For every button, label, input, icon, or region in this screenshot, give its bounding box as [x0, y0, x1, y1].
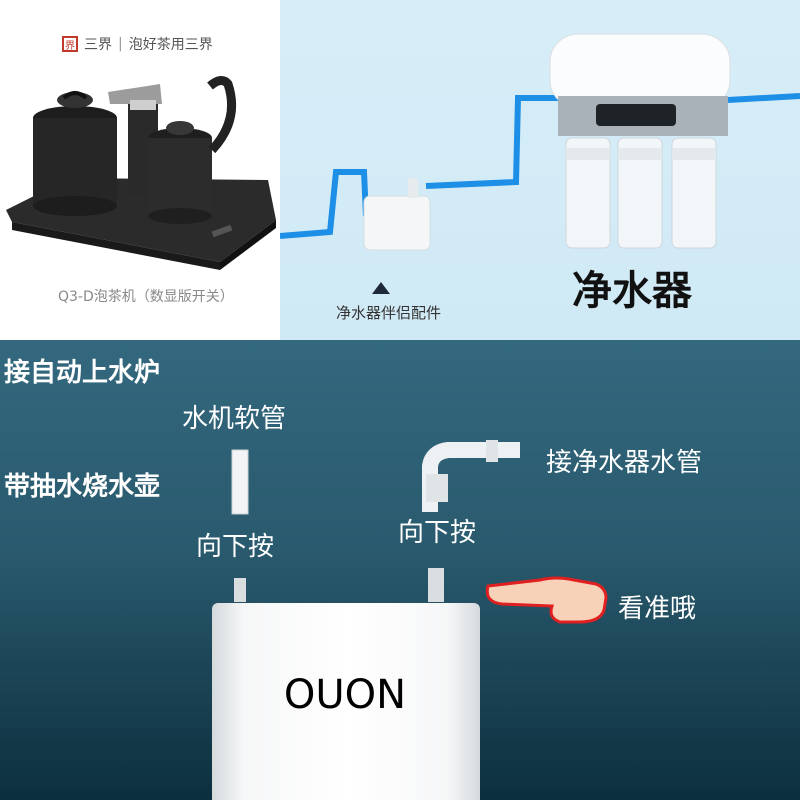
- brand-name: 三界: [84, 37, 112, 53]
- installation-guide: 接自动上水炉 水机软管 带抽水烧水壶 向下按 向下按 接净水器水管 看准哦 OU…: [0, 340, 800, 800]
- purifier-panel: 净水器伴侣配件 净水器: [280, 0, 800, 340]
- fittings-illustration: [231, 440, 608, 624]
- product-name: Q3-D泡茶机（数显版开关）: [58, 289, 234, 305]
- box-brand-label: OUON: [283, 672, 407, 718]
- companion-box: [212, 603, 480, 800]
- tea-machine-illustration: [6, 76, 276, 270]
- look-here-label: 看准哦: [618, 594, 697, 624]
- purifier-pipe-label: 接净水器水管: [546, 448, 703, 478]
- press-down-right-label: 向下按: [398, 518, 477, 548]
- purifier-diagram: [280, 33, 800, 251]
- hot-kettle-label: 接自动上水炉: [4, 358, 161, 388]
- press-down-left-label: 向下按: [196, 532, 275, 562]
- purifier-title: 净水器: [572, 268, 692, 314]
- brand-header: 界 三界 | 泡好茶用三界: [62, 34, 213, 54]
- brand-separator: |: [118, 36, 123, 52]
- brand-logo-icon: 界: [62, 36, 78, 52]
- up-arrow-icon: [372, 282, 390, 294]
- pump-kettle-label: 带抽水烧水壶: [4, 472, 161, 502]
- product-panel: 界 三界 | 泡好茶用三界 Q3-D泡茶机（数显版开关）: [0, 0, 280, 340]
- soft-hose-label: 水机软管: [182, 404, 287, 434]
- brand-slogan: 泡好茶用三界: [128, 37, 213, 53]
- companion-caption: 净水器伴侣配件: [336, 304, 442, 322]
